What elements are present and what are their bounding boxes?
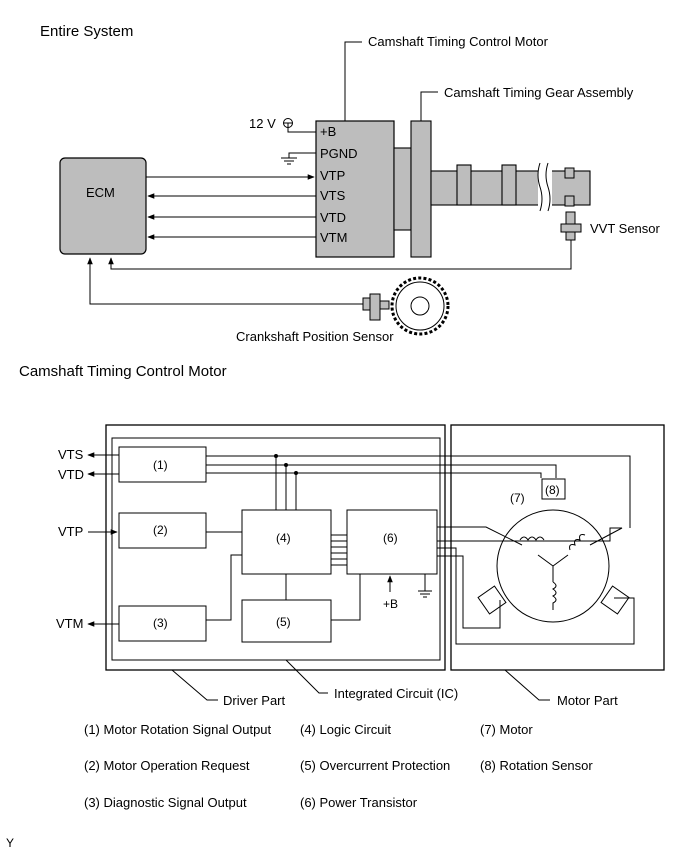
block-2 [118,512,207,549]
motor-callout: Camshaft Timing Control Motor [368,34,549,49]
legend-item-4: (4) Logic Circuit [300,722,391,737]
crankshaft-position-sensor [362,293,390,321]
shaft-tooth-upper [564,167,575,179]
crankshaft-timing-rotor-teeth [390,276,450,336]
ecm-label: ECM [86,185,115,200]
vtp-label: VTP [58,524,83,539]
rotation-sensor-box [541,478,566,500]
junction-dot-1 [274,454,278,458]
vts-label: VTS [58,447,84,462]
coil-right-icon [569,534,586,551]
crankshaft-hub [410,296,430,316]
legend-item-8: (8) Rotation Sensor [480,758,593,773]
pin-plus-b: +B [320,124,336,139]
motor-section-title: Camshaft Timing Control Motor [19,363,227,380]
coil-left-icon [519,536,545,541]
hall-sensor-right [600,585,630,615]
block-3-label: (3) [153,616,168,630]
hall-sensor-left [477,585,507,615]
block-1-label: (1) [153,458,168,472]
junction-dot-2 [284,463,288,467]
motor-star-connection [537,554,569,582]
ic-callout-leader [285,659,328,694]
coil-bottom-icon [552,581,557,610]
block-4-label: (4) [276,531,291,545]
supply-line [283,122,316,133]
internal-wiring [206,455,635,645]
vtd-label: VTD [58,467,84,482]
legend-item-6: (6) Power Transistor [300,795,418,810]
plus-b-label: +B [383,597,398,611]
entire-system-title: Entire System [40,23,133,40]
pin-vtm: VTM [320,230,347,245]
block-5-label: (5) [276,615,291,629]
legend-item-5: (5) Overcurrent Protection [300,758,450,773]
shaft-break-mark [537,162,552,212]
block-6 [346,509,438,575]
crank-sensor-line [87,257,363,305]
motor-label: (7) [510,491,525,505]
pin-vtd: VTD [320,210,346,225]
ground-symbol [281,157,297,165]
vvt-sensor-line [108,240,572,270]
legend-item-3: (3) Diagnostic Signal Output [84,795,247,810]
ground-line [288,152,316,158]
integrated-circuit-frame [111,437,441,661]
crank-sensor-label: Crankshaft Position Sensor [236,329,394,344]
rotation-sensor-label: (8) [545,483,560,497]
legend-item-7: (7) Motor [480,722,533,737]
block-6-label: (6) [383,531,398,545]
driver-callout-leader [171,669,218,701]
motor-part-callout: Motor Part [557,693,618,708]
gear-callout-leader [420,91,438,121]
legend-item-1: (1) Motor Rotation Signal Output [84,722,272,737]
motor-callout-leader [344,41,362,121]
shaft-tooth-lower [564,195,575,207]
junction-dot-3 [294,471,298,475]
footer-mark: Y [6,836,14,850]
legend-item-2: (2) Motor Operation Request [84,758,250,773]
voltage-label: 12 V [249,116,276,131]
pin-vts: VTS [320,188,346,203]
gear-callout: Camshaft Timing Gear Assembly [444,85,634,100]
pin-pgnd: PGND [320,146,358,161]
vvt-sensor [560,211,582,241]
vvt-sensor-label: VVT Sensor [590,221,661,236]
ic-ground-symbol [418,574,432,598]
camshaft-timing-gear-assembly [393,120,591,258]
camshaft-timing-control-motor-box [315,120,395,258]
crankshaft-timing-rotor [395,281,445,331]
vtm-label: VTM [56,616,83,631]
block-2-label: (2) [153,523,168,537]
ic-callout: Integrated Circuit (IC) [334,686,458,701]
ecm-box [59,157,147,255]
driver-callout: Driver Part [223,693,286,708]
motor-circle [496,509,610,623]
motor-part-frame [450,424,665,671]
pin-vtp: VTP [320,168,345,183]
motor-callout-leader-bottom [504,669,550,701]
